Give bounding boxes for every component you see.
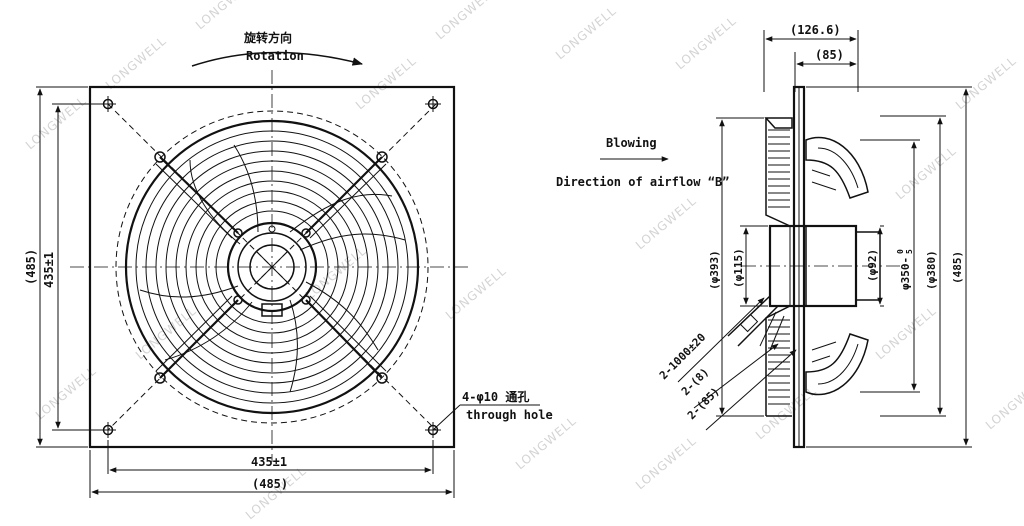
watermark-text: LONGWELL [553,3,619,62]
svg-text:φ350-: φ350- [899,257,912,290]
blowing-label: Blowing [606,136,657,150]
fan-guard-grille [124,119,420,415]
watermark-text: LONGWELL [353,53,419,112]
hole-note-cn: 4-φ10 通孔 [462,389,529,404]
dim-left [36,86,100,448]
watermark-text: LONGWELL [513,413,579,472]
dim-485-side-label: (485) [951,251,964,284]
motor-hub [226,221,318,317]
watermark-text: LONGWELL [633,193,699,252]
watermark-text: LONGWELL [633,433,699,492]
support-arms [154,151,388,384]
dim-bottom-inner-label: 435±1 [251,455,287,469]
svg-text:0: 0 [896,249,905,254]
watermark-text: LONGWELL [953,53,1019,112]
dim-380-label: (φ380) [925,250,938,290]
dim-350-label: φ350- 0 5 [896,249,914,290]
dim-393-label: (φ393) [708,250,721,290]
watermark-text: LONGWELL [873,303,939,362]
mounting-hole-tl [100,96,116,112]
mounting-hole-bl [100,422,116,438]
watermark-text: LONGWELL [243,463,309,522]
watermark-text: LONGWELL [983,373,1024,432]
dim-bottom-outer-label: (485) [252,477,288,491]
airflow-label: Direction of airflow “B” [556,175,729,189]
front-view: 旋转方向 Rotation [24,30,553,498]
dim-92-label: (φ92) [866,249,879,282]
guard-profile [764,117,793,129]
cable-outlet [727,295,785,351]
hole-note-en: through hole [466,408,553,422]
watermark-text: LONGWELL [103,33,169,92]
side-view: Blowing Direction of airflow “B” (126.6)… [556,23,972,449]
watermark-text: LONGWELL [893,143,959,202]
svg-text:5: 5 [905,249,914,254]
rotation-label-en: Rotation [246,49,304,63]
rotation-label-cn: 旋转方向 [243,30,292,45]
dim-left-outer-label: (485) [24,249,38,285]
watermark-text: LONGWELL [433,0,499,42]
blade-lower [805,333,869,396]
watermark-text: LONGWELL [23,93,89,152]
dim-126-label: (126.6) [790,23,841,37]
watermark-text: LONGWELL [443,263,509,322]
mounting-hole-tr [425,96,441,112]
watermark-text: LONGWELL [753,383,819,442]
dim-115-label: (φ115) [732,248,745,288]
watermark-text: LONGWELL [673,13,739,72]
dim-left-inner-label: 435±1 [42,252,56,288]
rotation-arrow [191,51,364,67]
dim-85-label: (85) [815,48,844,62]
dim-bottom [89,440,455,498]
guard-ribs [768,129,790,405]
fan-blades [139,144,406,393]
blade-upper [805,136,869,199]
watermark-text: LONGWELL [193,0,259,32]
